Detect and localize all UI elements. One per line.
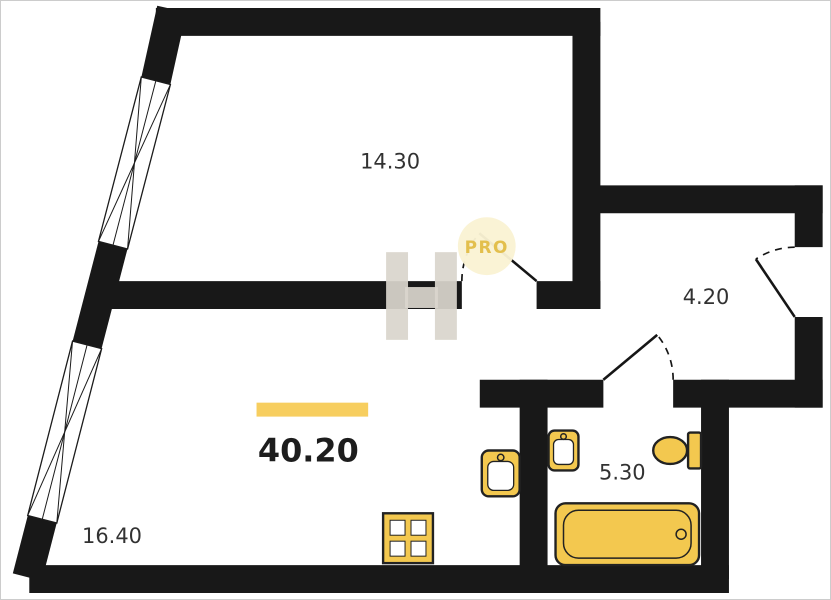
- room-area-label-top: 14.30: [360, 149, 420, 173]
- window-upper: [97, 76, 172, 250]
- fixtures: [381, 429, 703, 567]
- room-area-label-hallway: 4.20: [683, 285, 730, 309]
- sink-tap: [496, 453, 505, 462]
- door-leaf: [602, 333, 659, 381]
- window-hatch: [56, 341, 74, 524]
- window-hatch: [127, 76, 142, 250]
- logo-h-right-bar: [434, 252, 457, 340]
- total-area-highlight: [256, 402, 369, 417]
- stove-burner: [389, 519, 406, 536]
- toilet-tank: [686, 431, 703, 470]
- bathtub-body: [554, 502, 701, 567]
- stove-burner: [410, 519, 427, 536]
- pro-badge-circle: [457, 217, 516, 276]
- labels: 14.30 4.20 16.40 5.30 40.20: [82, 149, 729, 548]
- wall-left-slant-top: [141, 5, 187, 84]
- bathroom-sink-icon: [547, 429, 580, 472]
- total-area-label: 40.20: [258, 431, 359, 469]
- bathtub-icon: [554, 502, 701, 567]
- room-area-label-bathroom: 5.30: [599, 460, 646, 484]
- stove-icon: [381, 512, 435, 565]
- windows: [26, 76, 172, 524]
- window-lower: [26, 340, 103, 524]
- kitchen-sink-icon: [480, 449, 521, 498]
- stove-burner: [389, 540, 406, 557]
- sink-basin: [487, 460, 515, 492]
- room-area-label-bottom: 16.40: [82, 524, 142, 548]
- door-entrance: [754, 246, 796, 318]
- stove-burner: [410, 540, 427, 557]
- door-leaf: [754, 258, 796, 318]
- walls: [12, 5, 823, 594]
- pro-badge-label: PRO: [465, 237, 509, 257]
- bathtub-drain: [675, 528, 687, 540]
- pro-badge: PRO: [457, 217, 516, 276]
- bathtub-inner: [562, 509, 692, 559]
- toilet-bowl: [652, 435, 689, 466]
- door-bathroom: [602, 333, 674, 381]
- door-swing-arc: [755, 246, 795, 260]
- sink-basin: [552, 438, 575, 466]
- sink-tap: [559, 433, 568, 441]
- logo-h-left-bar: [386, 252, 409, 340]
- door-swing-arc: [656, 334, 674, 380]
- watermarks: PRO: [386, 217, 516, 340]
- watermark-logo-h-icon: [386, 252, 457, 340]
- toilet-icon: [652, 431, 703, 470]
- logo-h-crossbar: [405, 287, 438, 308]
